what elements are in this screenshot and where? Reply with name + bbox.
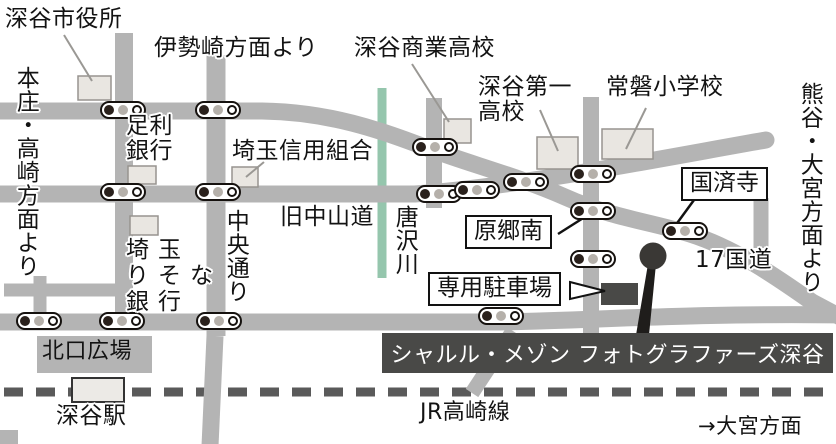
parking-lot-rect: [601, 283, 638, 305]
traffic-light-icon: [99, 182, 146, 201]
traffic-light-icon: [194, 182, 241, 201]
label-parking-box: 専用駐車場: [428, 272, 561, 307]
label-resona-bank: 埼玉 りそな 銀行: [126, 237, 222, 315]
parking-callout-pointer: [569, 280, 606, 301]
traffic-light-icon: [98, 311, 145, 330]
traffic-light-icon: [194, 100, 241, 119]
traffic-light-icon: [99, 100, 146, 119]
road-corner-stub: [0, 430, 18, 444]
label-north-exit-plaza: 北口広場: [42, 339, 133, 364]
north-exit-plaza: 北口広場: [37, 336, 152, 373]
destination-banner: シャルル・メゾン フォトグラファーズ深谷: [382, 333, 833, 373]
label-chuo-dori: 中央通り: [222, 209, 249, 303]
leader-lines: [63, 34, 647, 178]
label-kokusaiji-box: 国済寺: [681, 167, 768, 202]
traffic-light-icon: [502, 172, 549, 191]
traffic-light-icon: [15, 311, 62, 330]
label-fukaya-station: 深谷駅: [56, 403, 127, 429]
city-hall-building: [77, 75, 112, 101]
label-from-kumagaya-omiya: 熊谷・大宮方面より: [796, 82, 823, 294]
daiichi-hs-building: [536, 136, 579, 170]
label-jr-takasaki-line: JR高崎線: [420, 400, 511, 425]
label-daiichi-hs: 深谷第一 高校: [478, 74, 572, 126]
label-from-honjo-takasaki: 本庄・高崎方面より: [12, 66, 39, 278]
traffic-light-icon: [411, 137, 458, 156]
label-old-nakasendo: 旧中山道: [280, 204, 374, 230]
label-route-17: 17国道: [695, 247, 773, 273]
fukaya-station-building: [71, 377, 125, 403]
label-from-isesaki: 伊勢崎方面より: [154, 35, 319, 61]
road-route17: [0, 102, 836, 325]
traffic-light-icon: [569, 201, 616, 220]
traffic-light-icon: [569, 249, 616, 268]
traffic-light-icon: [477, 306, 524, 325]
destination-marker-icon: [639, 242, 667, 270]
traffic-light-icon: [569, 164, 616, 183]
karasawa-river-line: [377, 88, 387, 278]
resona-bank-building: [129, 215, 159, 236]
label-credit-union: 埼玉信用組合: [232, 138, 373, 164]
label-ashikaga-bank: 足利 銀行: [126, 113, 173, 165]
traffic-light-icon: [661, 221, 708, 240]
traffic-light-icon: [453, 180, 500, 199]
destination-marker-stem: [636, 264, 656, 335]
label-to-omiya: →大宮方面: [698, 414, 803, 438]
traffic-light-icon: [195, 311, 242, 330]
label-tokiwa: 常磐小学校: [606, 74, 724, 100]
label-city-hall: 深谷市役所: [5, 6, 123, 32]
ashikaga-bank-building: [127, 165, 157, 185]
label-commercial-hs: 深谷商業高校: [354, 35, 495, 61]
destination-banner-text: シャルル・メゾン フォトグラファーズ深谷: [390, 343, 825, 368]
label-harago-minami-box: 原郷南: [465, 215, 552, 250]
label-karasawa-river: 唐沢川: [391, 205, 418, 276]
road-chuo-dori-south: [201, 335, 224, 444]
